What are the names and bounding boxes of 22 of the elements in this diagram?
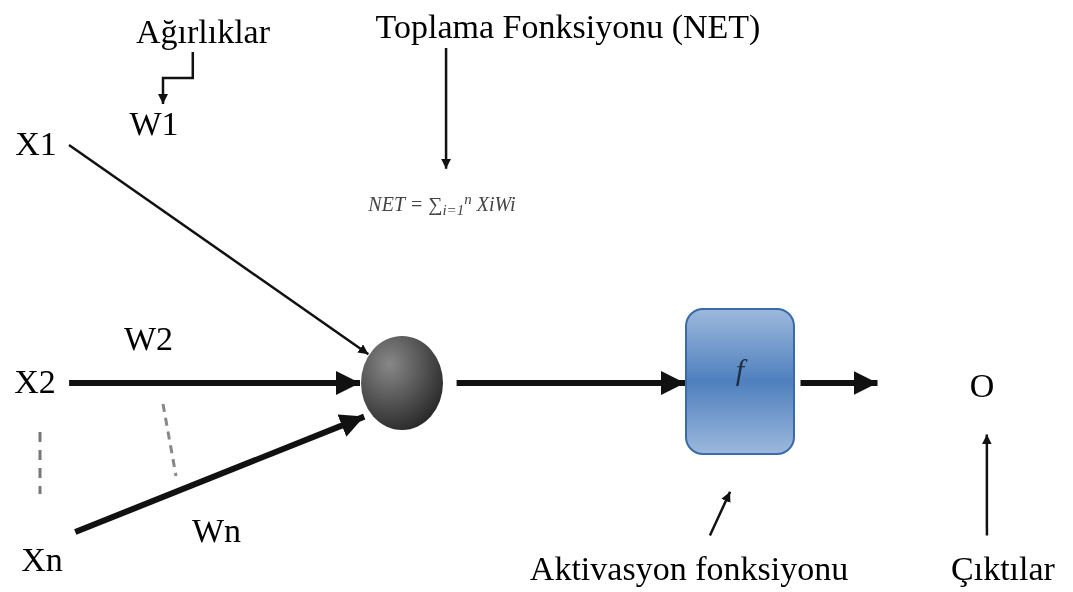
- text-label: Çıktılar: [951, 552, 1055, 586]
- text-label: Toplama Fonksiyonu (NET): [375, 10, 761, 44]
- arrow: [708, 491, 732, 536]
- weight-label: W2: [124, 322, 174, 356]
- text-label: Xn: [21, 543, 63, 577]
- arrow: [158, 52, 195, 104]
- arrow: [69, 371, 360, 395]
- formula: NET = ∑$_{i=1}$$^{n}$ XiWi: [368, 189, 516, 219]
- weight-label: Wn: [192, 514, 242, 548]
- arrow: [981, 434, 992, 536]
- arrow: [800, 370, 878, 395]
- text-label: Aktivasyon fonksiyonu: [529, 552, 849, 586]
- function-box: [685, 308, 795, 455]
- arrow: [456, 370, 685, 395]
- text-label: X1: [15, 127, 57, 161]
- arrow: [68, 143, 370, 356]
- arrow: [441, 48, 452, 169]
- arrow: [74, 413, 366, 535]
- text-label: O: [969, 369, 995, 403]
- text-label: X2: [14, 365, 56, 399]
- text-label: W1: [129, 107, 179, 141]
- text-label: Ağırlıklar: [135, 15, 271, 49]
